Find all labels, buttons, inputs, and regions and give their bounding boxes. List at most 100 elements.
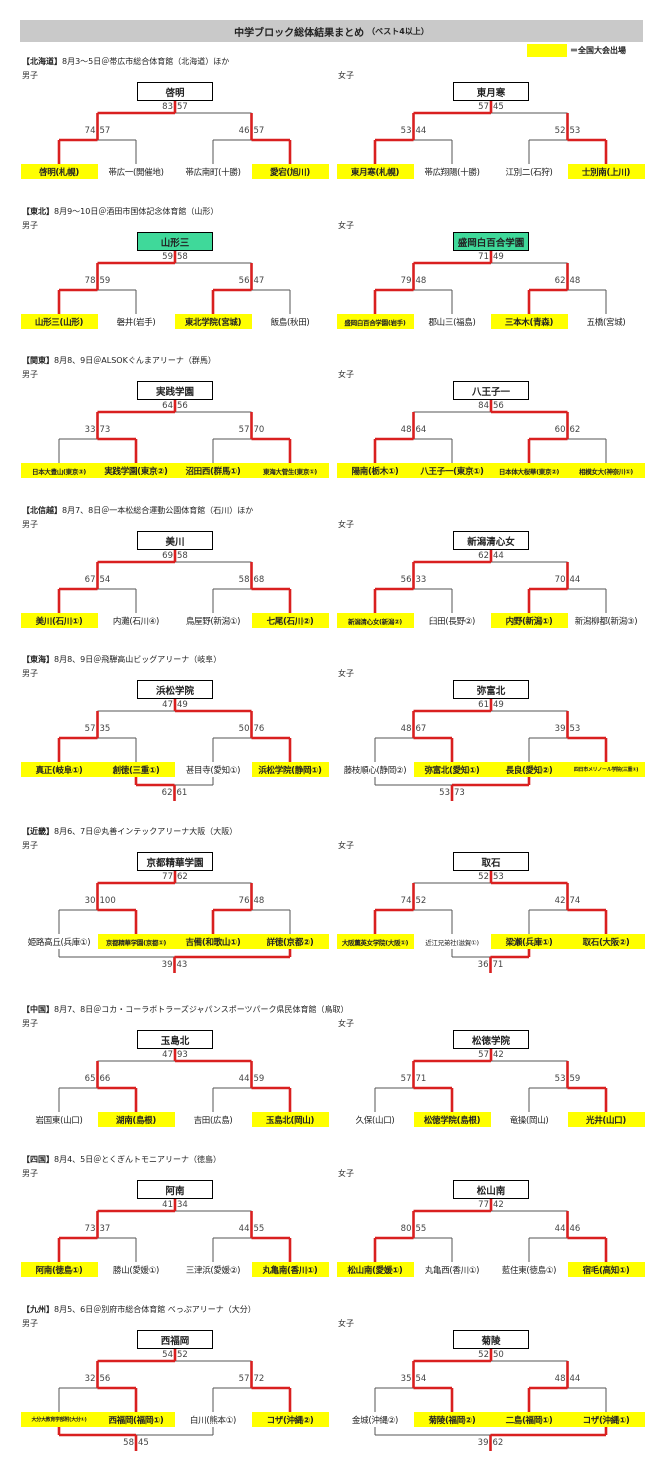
semifinal-score-right: 70 <box>253 425 265 435</box>
semifinal-score-right: 76 <box>253 724 265 734</box>
bracket-sex-label: 女子 <box>338 370 354 379</box>
semifinal-score-right: 74 <box>569 896 581 906</box>
region-name: 【九州】 <box>22 1305 54 1314</box>
team-label: 竜操(岡山) <box>509 1115 549 1126</box>
team-label: 臼田(長野②) <box>428 616 476 627</box>
final-score-right: 52 <box>177 1350 188 1360</box>
semifinal-score-left: 57 <box>238 425 250 435</box>
team-label: 玉島北(岡山) <box>251 1112 329 1127</box>
bracket-sex-label: 女子 <box>338 1019 354 1028</box>
region-header: 【九州】8月5、6日＠別府市総合体育館 べっぷアリーナ（大分） <box>22 1304 256 1315</box>
bracket-sex-label: 女子 <box>338 71 354 80</box>
final-score-left: 54 <box>162 1350 173 1360</box>
region-header: 【北信越】8月7、8日＠一本松総合運動公園体育館（石川）ほか <box>22 505 253 516</box>
semifinal-score-right: 54 <box>99 575 111 585</box>
semifinal-score-right: 55 <box>253 1224 265 1234</box>
page-title: 中学ブロック総体結果まとめ <box>234 27 365 39</box>
semifinal-score-right: 72 <box>253 1374 265 1384</box>
team-label: 内灘(石川④) <box>112 616 160 627</box>
semifinal-score-right: 46 <box>569 1224 581 1234</box>
semifinal-score-left: 73 <box>84 1224 96 1234</box>
third-place-score-left: 62 <box>161 788 173 798</box>
region-header: 【東北】8月9～10日＠酒田市国体記念体育館（山形） <box>22 206 218 217</box>
semifinal-score-right: 59 <box>99 276 111 286</box>
team-label: 新潟清心女(新潟②) <box>336 613 414 628</box>
semifinal-score-left: 80 <box>400 1224 412 1234</box>
champion-box: 取石 <box>453 852 529 871</box>
semifinal-score-left: 46 <box>238 126 250 136</box>
final-score-left: 77 <box>162 872 173 882</box>
semifinal-score-left: 56 <box>400 575 412 585</box>
champion-box: 玉島北 <box>137 1030 213 1049</box>
final-score-left: 84 <box>478 401 489 411</box>
bracket-sex-label: 男子 <box>22 841 38 850</box>
team-label: 東海大菅生(東京①) <box>251 463 329 478</box>
semifinal-score-left: 78 <box>84 276 96 286</box>
region-name: 【東海】 <box>22 655 54 664</box>
team-label: 丸亀西(香川①) <box>424 1265 480 1276</box>
region-info: 8月9～10日＠酒田市国体記念体育館（山形） <box>54 207 219 216</box>
team-label: 阿南(徳島①) <box>20 1262 98 1277</box>
bracket-sex-label: 女子 <box>338 1169 354 1178</box>
semifinal-score-right: 56 <box>99 1374 111 1384</box>
semifinal-score-right: 57 <box>99 126 111 136</box>
champion-box: 八王子一 <box>453 381 529 400</box>
champion-box: 阿南 <box>137 1180 213 1199</box>
semifinal-score-left: 65 <box>84 1074 96 1084</box>
final-score-right: 58 <box>177 551 188 561</box>
semifinal-score-left: 62 <box>554 276 566 286</box>
team-label: 沼田西(群馬①) <box>174 463 252 478</box>
team-label: 五橋(宮城) <box>586 317 626 328</box>
semifinal-score-left: 67 <box>84 575 96 585</box>
team-label: 実践学園(東京②) <box>97 463 175 478</box>
team-label: 盛岡白百合学園(岩手) <box>336 314 414 329</box>
final-score-right: 45 <box>493 102 504 112</box>
bracket-sex-label: 女子 <box>338 841 354 850</box>
final-score-left: 83 <box>162 102 173 112</box>
team-label: 光井(山口) <box>567 1112 645 1127</box>
final-score-left: 64 <box>162 401 173 411</box>
third-place-score-left: 58 <box>123 1438 134 1448</box>
team-label: 勝山(愛媛①) <box>112 1265 160 1276</box>
team-label: 啓明(札幌) <box>20 164 98 179</box>
semifinal-score-right: 47 <box>253 276 265 286</box>
semifinal-score-left: 44 <box>554 1224 566 1234</box>
semifinal-score-left: 48 <box>554 1374 566 1384</box>
champion-box: 京都精華学園 <box>137 852 213 871</box>
third-place-score-right: 61 <box>176 788 188 798</box>
team-label: 飯島(秋田) <box>270 317 310 328</box>
bracket-sex-label: 男子 <box>22 1169 38 1178</box>
team-label: 山形三(山形) <box>20 314 98 329</box>
region-header: 【中国】8月7、8日＠コカ・コーラボトラーズジャパンスポーツパーク県民体育館（鳥… <box>22 1004 349 1015</box>
bracket-sex-label: 男子 <box>22 669 38 678</box>
semifinal-score-right: 59 <box>569 1074 581 1084</box>
legend-swatch <box>527 43 567 57</box>
champion-box: 美川 <box>137 531 213 550</box>
champion-box: 山形三 <box>137 232 213 251</box>
semifinal-score-left: 74 <box>400 896 412 906</box>
semifinal-score-left: 35 <box>400 1374 412 1384</box>
region-name: 【近畿】 <box>22 827 54 836</box>
semifinal-score-right: 71 <box>415 1074 427 1084</box>
team-label: 二島(福岡①) <box>490 1412 568 1427</box>
final-score-right: 49 <box>177 700 188 710</box>
team-label: 吉田(広島) <box>193 1115 233 1126</box>
team-label: 日本大豊山(東京③) <box>20 463 98 478</box>
semifinal-score-left: 70 <box>554 575 566 585</box>
bracket-sex-label: 女子 <box>338 520 354 529</box>
team-label: 湖南(島根) <box>97 1112 175 1127</box>
region-info: 8月5、6日＠別府市総合体育館 べっぷアリーナ（大分） <box>54 1305 256 1314</box>
final-score-right: 58 <box>177 252 188 262</box>
semifinal-score-left: 74 <box>84 126 96 136</box>
team-label: 七尾(石川②) <box>251 613 329 628</box>
champion-box: 弥富北 <box>453 680 529 699</box>
region-info: 8月6、7日＠丸善インテックアリーナ大阪（大阪） <box>54 827 238 836</box>
semifinal-score-right: 35 <box>99 724 111 734</box>
champion-box: 浜松学院 <box>137 680 213 699</box>
semifinal-score-left: 33 <box>84 425 96 435</box>
semifinal-score-left: 32 <box>84 1374 96 1384</box>
final-score-left: 59 <box>162 252 173 262</box>
semifinal-score-right: 100 <box>99 896 116 906</box>
semifinal-score-left: 52 <box>554 126 566 136</box>
